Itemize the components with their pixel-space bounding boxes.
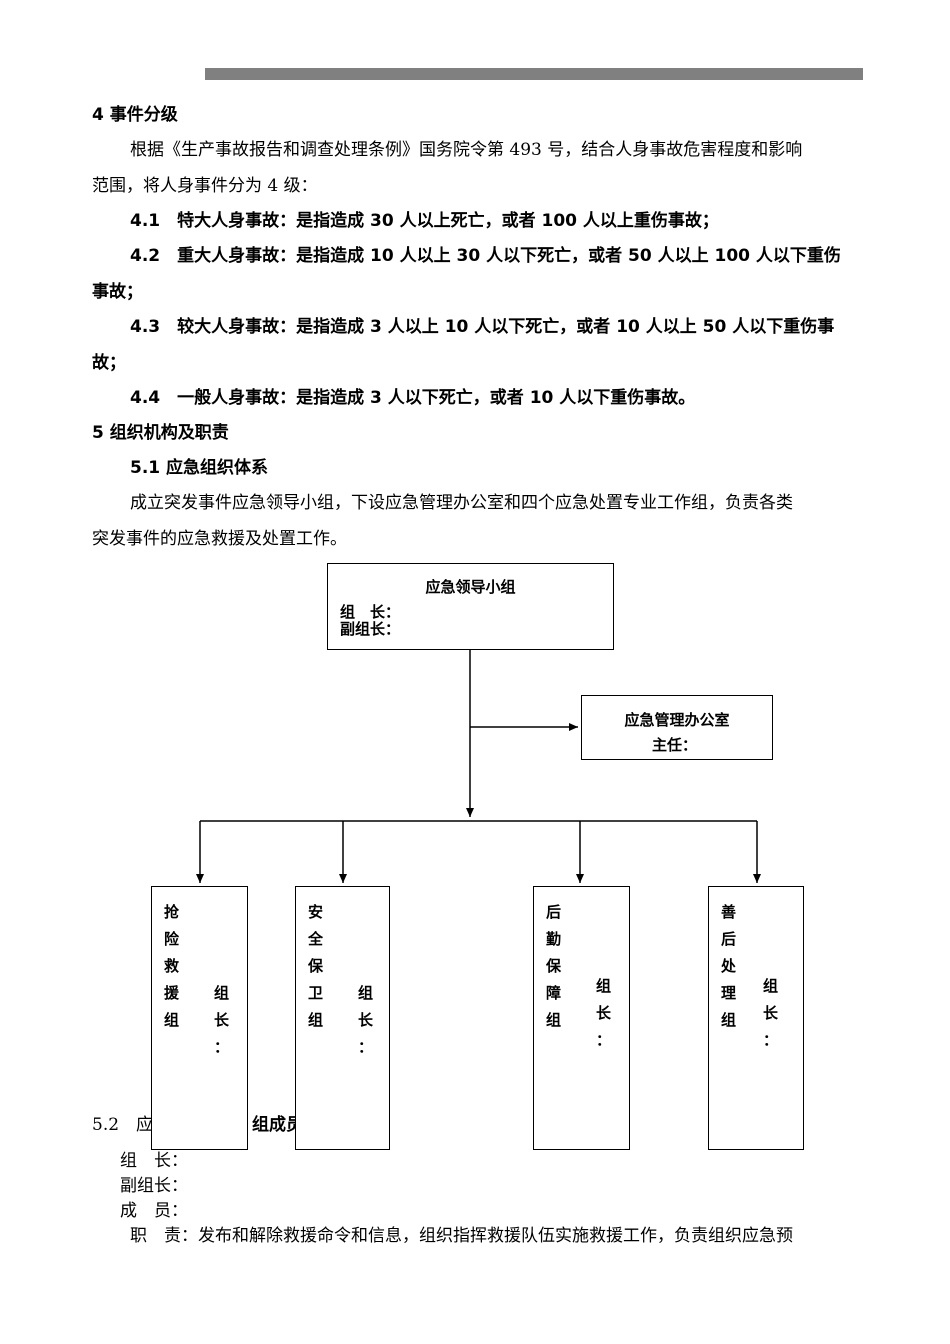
- section-5-1-para-line2: 突发事件的应急救援及处置工作。: [92, 529, 347, 549]
- group-name-logistics: 后勤保障组: [546, 903, 562, 1029]
- group-role-logistics: 组长：: [596, 977, 612, 1049]
- leader-group-box: 应急领导小组 组 长： 副组长：: [327, 563, 614, 650]
- section-5-2-members: 成 员：: [120, 1201, 188, 1221]
- section-4-intro-line1: 根据《生产事故报告和调查处理条例》国务院令第 493 号，结合人身事故危害程度和…: [130, 140, 803, 160]
- office-title: 应急管理办公室: [624, 711, 730, 729]
- leader-group-head: 组 长：: [340, 603, 401, 621]
- group-box-aftermath: 善后处理组 组长：: [708, 886, 804, 1150]
- group-name-rescue: 抢险救援组: [164, 903, 180, 1029]
- section-5-2-duty: 职 责：发布和解除救援命令和信息，组织指挥救援队伍实施救援工作，负责组织应急预: [130, 1226, 793, 1246]
- group-role-rescue: 组长：: [214, 984, 230, 1056]
- leader-group-deputy: 副组长：: [340, 620, 401, 638]
- level-4-4: 4.4 一般人身事故：是指造成 3 人以下死亡，或者 10 人以下重伤事故。: [130, 388, 696, 408]
- leader-group-title: 应急领导小组: [425, 578, 516, 596]
- group-role-security: 组长：: [358, 984, 374, 1056]
- section-5-2-heading-a: 5.2 应: [92, 1115, 154, 1135]
- group-role-aftermath: 组长：: [763, 977, 779, 1049]
- header-rule: [205, 68, 863, 80]
- section-5-2-head: 组 长：: [120, 1151, 188, 1171]
- section-4-heading: 4 事件分级: [92, 105, 178, 125]
- section-5-heading: 5 组织机构及职责: [92, 423, 229, 443]
- group-name-aftermath: 善后处理组: [721, 903, 737, 1029]
- section-5-1-para-line1: 成立突发事件应急领导小组，下设应急管理办公室和四个应急处置专业工作组，负责各类: [130, 493, 793, 513]
- section-4-intro-line2: 范围，将人身事件分为 4 级：: [92, 176, 318, 196]
- section-5-1-heading: 5.1 应急组织体系: [130, 458, 269, 478]
- level-4-3-line2: 故；: [92, 353, 126, 373]
- group-box-rescue: 抢险救援组 组长：: [151, 886, 248, 1150]
- section-5-2-heading-b: 组成员: [252, 1115, 303, 1135]
- office-box: 应急管理办公室 主任：: [581, 695, 773, 760]
- level-4-2-line2: 事故；: [92, 282, 143, 302]
- group-box-security: 安全保卫组 组长：: [295, 886, 390, 1150]
- office-director: 主任：: [652, 736, 698, 754]
- level-4-2-line1: 4.2 重大人身事故：是指造成 10 人以上 30 人以下死亡，或者 50 人以…: [130, 246, 841, 266]
- level-4-1: 4.1 特大人身事故：是指造成 30 人以上死亡，或者 100 人以上重伤事故；: [130, 211, 719, 231]
- level-4-3-line1: 4.3 较大人身事故：是指造成 3 人以上 10 人以下死亡，或者 10 人以上…: [130, 317, 835, 337]
- group-name-security: 安全保卫组: [308, 903, 324, 1029]
- group-box-logistics: 后勤保障组 组长：: [533, 886, 630, 1150]
- section-5-2-deputy: 副组长：: [120, 1176, 188, 1196]
